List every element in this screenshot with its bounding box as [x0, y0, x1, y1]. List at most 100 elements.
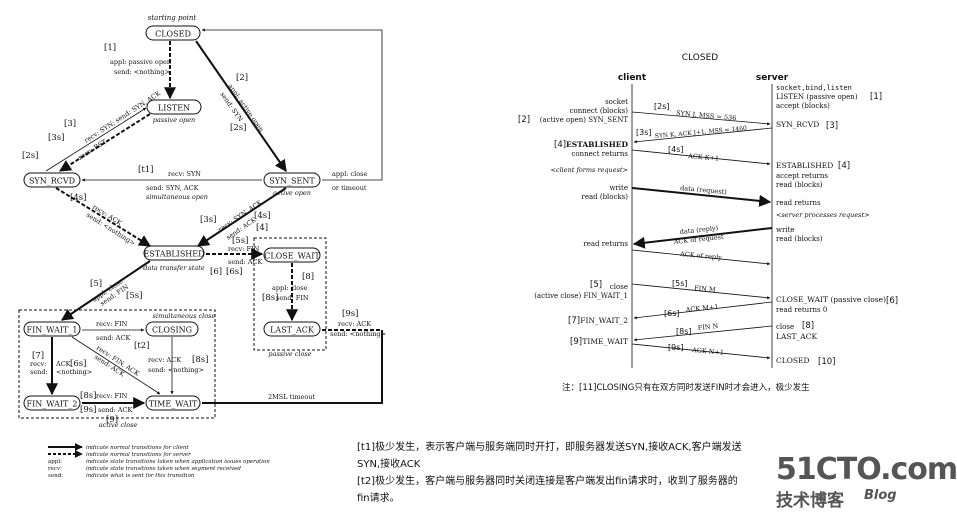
- ack-of-reply-label: ACK of reply: [679, 250, 723, 262]
- passive-close-label: passive close: [268, 350, 311, 358]
- state-syn-sent: SYN_SENT: [263, 172, 321, 188]
- client-fin-wait-1: (active close) FIN_WAIT_1: [534, 292, 628, 300]
- send-nothing-9s: send: <nothing>: [330, 330, 386, 338]
- svg-text:indicate what is sent for this: indicate what is sent for this transitio…: [86, 473, 195, 479]
- send-syn-ack-mid: send: SYN, ACK: [146, 184, 199, 192]
- client-read-returns: read returns: [583, 240, 628, 248]
- syn-k-label: SYN K, ACK J+1, MSS = 1460: [655, 125, 748, 140]
- appl-passive-open: appl: passive open: [110, 58, 171, 66]
- recv-fin: recv: FIN: [228, 245, 260, 253]
- r-msg-3s: [3s]: [636, 128, 652, 137]
- tag-2s: [2s]: [230, 123, 246, 133]
- packet-exchange-diagram: CLOSED client server socket,bind,listen …: [518, 53, 898, 393]
- r-tag-9: [9]: [570, 337, 582, 347]
- svg-text:indicate normal transitions fo: indicate normal transitions for server: [86, 452, 191, 458]
- syn-rcvd-to-listen-arrow: [45, 107, 147, 172]
- appl-close: appl: close: [332, 170, 368, 178]
- svg-text:SYN_SENT: SYN_SENT: [269, 177, 315, 186]
- ack-k-arrow: [631, 149, 771, 166]
- server-last-ack: LAST_ACK: [776, 332, 817, 341]
- ack-of-reply-arrow: [631, 249, 771, 266]
- closed-to-syn-sent-arrow: [195, 40, 287, 172]
- ack-n-arrow: [631, 343, 771, 360]
- syn-j-arrow: [631, 111, 771, 126]
- send-ack-2: send: ACK: [228, 258, 262, 266]
- footnotes: [t1]极少发生，表示客户端与服务端同时开打，即服务器发送SYN,接收ACK,客…: [357, 439, 742, 507]
- state-closing: CLOSING: [145, 321, 199, 337]
- tag-8s-b: [8s]: [192, 355, 208, 365]
- ack-m-arrow: [633, 301, 773, 320]
- server-read-blocks-2: read (blocks): [776, 235, 823, 243]
- fin-n-label: FIN N: [697, 322, 719, 332]
- recv-syn-send-synack: recv: SYN; send: SYN, ACK: [83, 89, 162, 144]
- client-established: ESTABLISHED: [566, 140, 628, 149]
- server-read-blocks: read (blocks): [776, 181, 823, 189]
- ack-label-l: ACK: [55, 360, 71, 368]
- tag-8s-c: [8s]: [80, 391, 96, 401]
- server-processes-request: <server processes request>: [776, 211, 870, 219]
- server-closed: CLOSED: [776, 356, 810, 365]
- watermark-blog: Blog: [864, 488, 897, 503]
- tag-t2: [t2]: [134, 341, 149, 351]
- time-wait-to-closed-line: [202, 330, 383, 404]
- svg-text:FIN_WAIT_1: FIN_WAIT_1: [27, 326, 78, 335]
- client-connect-returns: connect returns: [571, 150, 628, 158]
- svg-text:send:: send:: [48, 473, 63, 479]
- syn-rcvd-to-established-arrow: [55, 187, 152, 247]
- ack-k-label: ACK K+1: [687, 152, 720, 163]
- server-socket-bind-listen: socket,bind,listen: [776, 84, 852, 92]
- client-header: client: [618, 73, 647, 83]
- server-write: write: [776, 226, 795, 234]
- starting-point-label: starting point: [148, 14, 197, 22]
- r-msg-4s: [4s]: [668, 145, 684, 154]
- data-transfer-label: data transfer state: [143, 264, 205, 272]
- server-accept-blocks: accept (blocks): [776, 102, 830, 110]
- syn-j-label: SYN J, MSS = 536: [676, 109, 737, 122]
- send-label-l: send:: [30, 368, 48, 376]
- legend: indicate normal transitions for client i…: [48, 443, 270, 479]
- appl-close-2: appl: close: [272, 284, 308, 292]
- recv-syn-mid: recv: SYN: [168, 170, 201, 178]
- svg-text:ESTABLISHED: ESTABLISHED: [143, 250, 204, 259]
- svg-text:appl:: appl:: [48, 459, 62, 465]
- server-read-returns-0: read returns 0: [776, 306, 827, 314]
- msl-timeout: 2MSL timeout: [268, 393, 315, 401]
- server-established: ESTABLISHED: [776, 161, 833, 170]
- tag-6s: [6s]: [226, 267, 242, 277]
- tag-9s-b: [9s]: [80, 405, 96, 415]
- tag-6: [6]: [210, 267, 222, 277]
- closed-title: CLOSED: [682, 53, 718, 63]
- footnote-line: fin请求。: [357, 493, 400, 504]
- r-tag-3: [3]: [826, 121, 838, 131]
- tag-1: [1]: [104, 43, 116, 53]
- r-msg-6s: [6s]: [664, 309, 680, 318]
- server-read-returns: read returns: [776, 199, 821, 207]
- tag-9: [9]: [106, 415, 118, 425]
- nothing-label-l: <nothing>: [56, 368, 92, 376]
- state-last-ack: LAST_ACK: [263, 321, 321, 337]
- r-tag-5: [5]: [590, 280, 602, 290]
- svg-text:FIN_WAIT_2: FIN_WAIT_2: [27, 400, 78, 409]
- state-time-wait: TIME_WAIT: [145, 395, 201, 411]
- svg-text:CLOSED: CLOSED: [155, 30, 191, 39]
- server-accept-returns: accept returns: [776, 172, 828, 180]
- r-tag-1: [1]: [870, 92, 882, 102]
- footnote-line: [t2]极少发生，客户端与服务器同时关闭连接是客户端发出fin请求时，收到了服务…: [357, 476, 738, 487]
- r-tag-8: [8]: [802, 321, 814, 331]
- svg-text:TIME_WAIT: TIME_WAIT: [149, 400, 198, 409]
- ack-m-label: ACK M+1: [684, 303, 718, 314]
- send-ack-3: send: ACK: [96, 334, 130, 342]
- svg-text:CLOSE_WAIT: CLOSE_WAIT: [264, 252, 320, 261]
- r-tag-10: [10]: [818, 357, 835, 367]
- state-established: ESTABLISHED: [143, 245, 205, 261]
- tag-5: [5]: [90, 279, 102, 289]
- svg-text:recv:: recv:: [48, 466, 62, 472]
- r-tag-2: [2]: [518, 115, 530, 125]
- client-active-open: (active open) SYN_SENT: [540, 116, 629, 124]
- tag-9s-a: [9s]: [342, 309, 358, 319]
- tag-4: [4]: [256, 223, 268, 233]
- server-close-wait: CLOSE_WAIT (passive close): [776, 295, 886, 304]
- svg-text:indicate state transitions tak: indicate state transitions taken when ap…: [86, 459, 270, 465]
- svg-text:indicate state transitions tak: indicate state transitions taken when se…: [86, 466, 241, 472]
- state-closed: CLOSED: [145, 25, 201, 41]
